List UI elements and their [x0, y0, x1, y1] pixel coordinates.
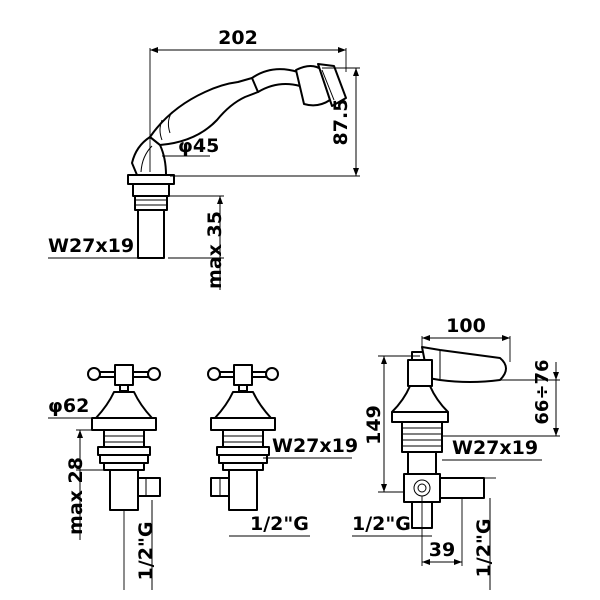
lever-hub: [407, 359, 433, 387]
cross-handle-hub: [233, 364, 253, 386]
lever-mixer-width-dim: 100: [446, 315, 486, 337]
cross-valve-tail: [228, 469, 258, 511]
lever-mixer-thread-dim: W27x19: [452, 437, 538, 459]
lever-mixer-inlet-dim: 1/2"G: [352, 513, 411, 535]
cross-handle-knob-right: [147, 367, 161, 381]
hand-shower-tail: [137, 207, 165, 259]
cross-valve-rosette: [210, 417, 276, 431]
lever-mixer-outlet-dim: 1/2"G: [473, 519, 495, 578]
cross-handle-knob-right: [265, 367, 279, 381]
hand-shower-drawing: 202 87.5 φ45 max 35 W27x19: [48, 27, 360, 290]
hand-shower-thread-dim: W27x19: [48, 235, 134, 257]
cross-valve-bell: [95, 391, 153, 419]
cross-valve-right-connection-dim: 1/2"G: [250, 513, 309, 535]
cross-valve-bell: [214, 391, 272, 419]
hand-shower-spray-face: [317, 63, 347, 107]
cross-valve-right-drawing: W27x19 1/2"G: [207, 364, 358, 537]
cross-valve-outlet: [137, 477, 161, 497]
lever-mixer-height-dim: 149: [363, 405, 385, 445]
cross-valve-tail: [109, 469, 139, 511]
cross-valve-rosette: [91, 417, 157, 431]
lever-mixer-thread-body: [401, 421, 443, 453]
hand-shower-diameter-dim: φ45: [178, 135, 219, 157]
cross-valve-thread-dim: W27x19: [272, 435, 358, 457]
hand-shower-rosette: [127, 174, 175, 185]
hand-shower-nut: [134, 195, 168, 211]
cross-valve-connection-dim: 1/2"G: [135, 522, 157, 581]
hand-shower-holder: [131, 136, 167, 176]
lever-handle: [421, 346, 507, 383]
hand-shower-height-dim: 87.5: [330, 99, 352, 146]
lever-mixer-drawing: 100 149 66÷76 W27x19 1/2"G 1/2"G 39: [352, 315, 560, 590]
lever-mixer-outlet: [439, 477, 485, 499]
cross-valve-max-dim: max 28: [65, 457, 87, 535]
cross-handle-knob-left: [207, 367, 221, 381]
cross-valve-left-drawing: φ62 max 28 1/2"G: [48, 364, 161, 590]
hand-shower-width-dim: 202: [218, 27, 258, 49]
cross-handle-knob-left: [87, 367, 101, 381]
cross-handle-hub: [114, 364, 134, 386]
lever-mixer-bell: [391, 385, 449, 413]
lever-mixer-rosette: [391, 411, 449, 423]
cross-valve-diameter-dim: φ62: [48, 395, 89, 417]
lever-mixer-offset-dim: 39: [429, 539, 455, 561]
hand-shower-neck: [251, 68, 301, 93]
hand-shower-max-dim: max 35: [204, 211, 226, 289]
lever-mixer-range-dim: 66÷76: [532, 359, 553, 424]
